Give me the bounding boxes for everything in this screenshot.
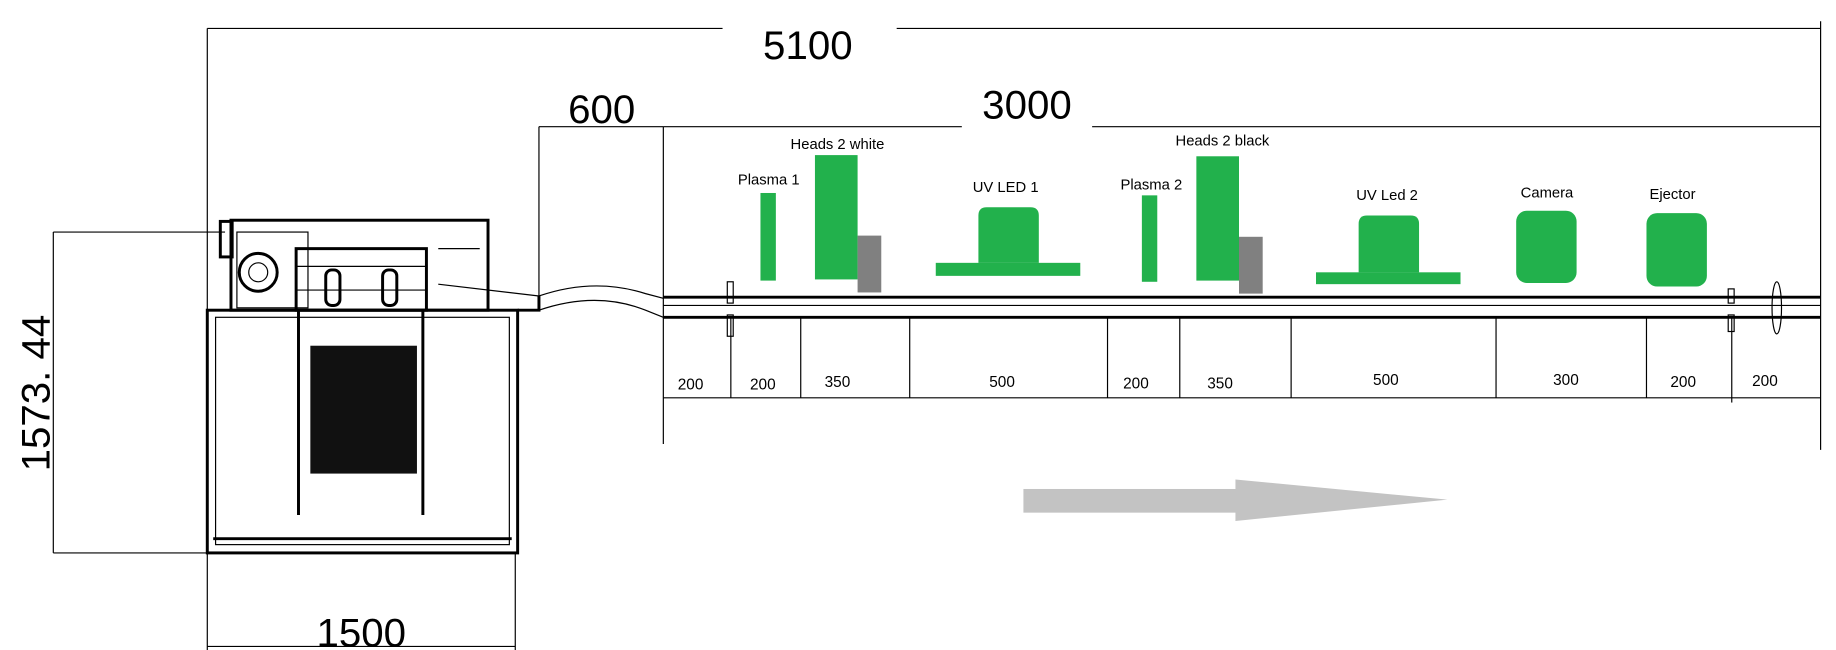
segment-label: 200 bbox=[1123, 375, 1149, 392]
station-label: UV LED 1 bbox=[973, 180, 1039, 196]
station-label: Plasma 1 bbox=[738, 173, 800, 189]
station-label: Heads 2 black bbox=[1176, 134, 1270, 150]
direction-arrow-icon bbox=[1023, 479, 1448, 521]
conveyor-belt bbox=[663, 281, 1821, 337]
segment-dividers bbox=[663, 317, 1821, 403]
station-label: Plasma 2 bbox=[1120, 177, 1182, 193]
segment-label: 300 bbox=[1553, 372, 1579, 389]
dimension-total-length: 5100 bbox=[763, 23, 853, 68]
segment-label: 200 bbox=[1670, 374, 1696, 391]
station-camera: Camera bbox=[1516, 186, 1577, 283]
station-heads-white: Heads 2 white bbox=[791, 137, 885, 293]
segment-label: 350 bbox=[825, 374, 851, 391]
segment-label: 200 bbox=[750, 377, 776, 394]
segment-label: 500 bbox=[1373, 372, 1399, 389]
dimension-height: 1573. 44 bbox=[14, 315, 59, 472]
segment-label: 500 bbox=[989, 374, 1015, 391]
station-plasma-1: Plasma 1 bbox=[738, 173, 800, 281]
station-label: Heads 2 white bbox=[791, 137, 885, 153]
segment-labels: 200 200 350 500 200 350 500 300 200 200 bbox=[678, 372, 1778, 394]
dimension-conveyor-length: 3000 bbox=[982, 82, 1072, 127]
segment-label: 200 bbox=[1752, 373, 1778, 390]
dimension-infeed-length: 600 bbox=[568, 87, 635, 132]
station-heads-black: Heads 2 black bbox=[1176, 134, 1270, 294]
station-label: Camera bbox=[1521, 186, 1574, 202]
segment-label: 350 bbox=[1207, 375, 1233, 392]
station-label: UV Led 2 bbox=[1356, 188, 1418, 204]
dimension-machine-width: 1500 bbox=[316, 610, 406, 650]
segment-label: 200 bbox=[678, 377, 704, 394]
station-plasma-2: Plasma 2 bbox=[1120, 177, 1182, 282]
station-uv-led-1: UV LED 1 bbox=[935, 180, 1081, 276]
printer-machine bbox=[205, 218, 664, 555]
station-uv-led-2: UV Led 2 bbox=[1315, 188, 1461, 285]
station-ejector: Ejector bbox=[1646, 187, 1707, 287]
station-label: Ejector bbox=[1650, 187, 1696, 203]
dimension-lines bbox=[52, 21, 1822, 650]
